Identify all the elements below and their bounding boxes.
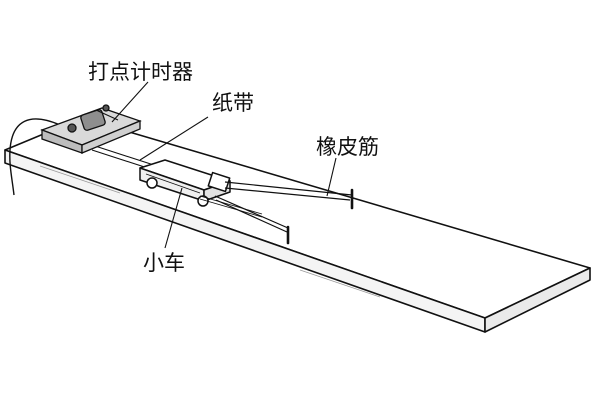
timer-coil [80, 109, 106, 131]
cart-leader-line [164, 187, 183, 249]
timer-base-side [81, 120, 141, 154]
track-strip [199, 195, 263, 218]
timer-knob [67, 123, 77, 133]
tape-label: 纸带 [212, 91, 254, 115]
cart-end-block [207, 171, 231, 193]
rubber-band-leader-line [326, 157, 337, 197]
timer-label: 打点计时器 [88, 60, 193, 84]
timer-wire [9, 118, 61, 196]
rubber-band-label: 橡皮筋 [316, 135, 379, 159]
timer-leader-line [111, 81, 149, 123]
leader-lines [111, 81, 337, 249]
tape-leader-line [139, 116, 209, 161]
rubber-band [214, 181, 353, 233]
dot-timer [40, 104, 142, 154]
board-right-edge [484, 267, 591, 333]
cart-wheel-front-left [146, 177, 158, 189]
rubber-band-nails [286, 188, 354, 245]
cart [139, 159, 231, 207]
cart-label: 小车 [143, 251, 185, 275]
